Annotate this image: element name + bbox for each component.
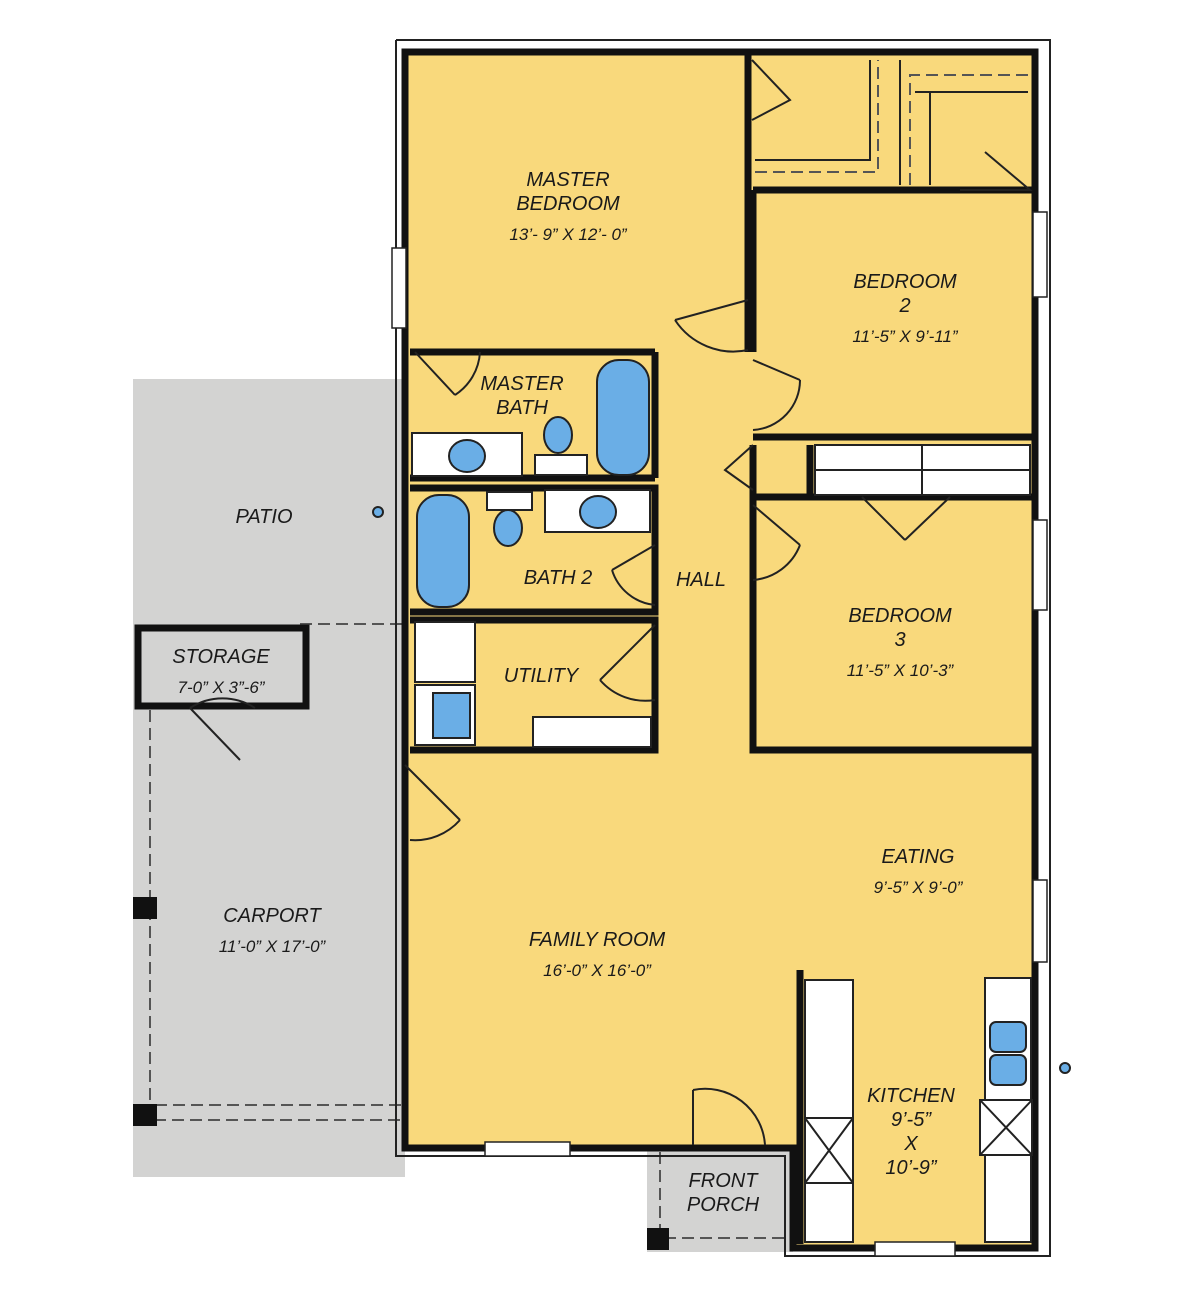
storage-label: STORAGE	[172, 646, 270, 668]
kitchen-counter-left	[804, 979, 854, 1243]
bath2-tub	[416, 494, 470, 608]
bedroom2-door	[752, 359, 802, 431]
master-closet-a	[753, 55, 885, 185]
master-bath-toilet	[543, 416, 573, 454]
bedroom3-walls	[749, 445, 1032, 754]
kitchen-label: 9’-5”	[891, 1109, 932, 1131]
carport-label: CARPORT	[223, 905, 322, 927]
hall-closet-door	[723, 444, 754, 491]
master-closet-door	[751, 59, 792, 121]
outer-wall-line	[395, 39, 1051, 1257]
bath2-walls	[410, 484, 659, 616]
bedroom2-label: 2	[898, 295, 910, 317]
post-carport-2	[133, 1104, 157, 1126]
utility-counter	[532, 716, 652, 748]
dishwasher-cross	[979, 1099, 1033, 1156]
kitchen-label: X	[903, 1133, 918, 1155]
front-porch-slab	[647, 1148, 793, 1252]
master-bedroom-door	[414, 351, 481, 396]
bath2-door	[611, 544, 656, 606]
eating-label: EATING	[882, 846, 955, 868]
front-door	[692, 1087, 766, 1146]
utility-sink	[432, 692, 471, 739]
master-bath-label: BATH	[496, 397, 548, 419]
hall-label: HALL	[676, 569, 726, 591]
bath2-label: BATH 2	[524, 567, 593, 589]
post-carport-1	[133, 897, 157, 919]
window-eating	[1032, 879, 1048, 963]
master-bedroom-dimensions: 13’- 9” X 12’- 0”	[509, 225, 627, 244]
front-porch-label: FRONT	[689, 1170, 760, 1192]
bath2-toilet	[493, 509, 523, 547]
window-bedroom3	[1032, 519, 1048, 611]
family-room-label: FAMILY ROOM	[529, 929, 666, 951]
window-master	[391, 247, 407, 329]
carport-dimensions: 11’-0” X 17’-0”	[219, 937, 327, 956]
bedroom2-closet-door	[960, 151, 1033, 191]
window-kitchen	[874, 1241, 956, 1257]
hose-bib-kitchen	[1059, 1062, 1071, 1074]
bedroom3-door	[752, 504, 801, 581]
storage-door	[189, 697, 256, 761]
patio-carport-slab	[133, 379, 405, 1177]
closet-rod-a	[755, 60, 879, 173]
master-bath-toilet-tank	[534, 454, 588, 476]
bath2-sink	[579, 495, 617, 529]
master-closet-b	[893, 55, 1033, 185]
closet-rod-b	[909, 74, 1030, 185]
family-room-dimensions: 16’-0” X 16’-0”	[543, 961, 652, 980]
bedroom3-dimensions: 11’-5” X 10’-3”	[847, 661, 955, 680]
utility-walls	[410, 616, 659, 754]
kitchen-sink-a	[989, 1021, 1027, 1053]
master-bath-label: MASTER	[480, 373, 563, 395]
bedroom3-label: BEDROOM	[848, 605, 952, 627]
master-bedroom-walls	[410, 55, 752, 482]
range-left-burners	[804, 1117, 854, 1184]
master-bath-tub	[596, 359, 650, 476]
kitchen-label: 10’-9”	[885, 1157, 937, 1179]
master-bath-sink	[448, 439, 486, 473]
utility-door	[599, 624, 656, 702]
house-interior	[405, 52, 1035, 1148]
window-family	[484, 1141, 571, 1157]
master-bedroom-label: BEDROOM	[516, 193, 620, 215]
window-bedroom2	[1032, 211, 1048, 298]
master-bedroom-label: MASTER	[526, 169, 609, 191]
washer	[414, 621, 476, 683]
patio-label: PATIO	[235, 506, 292, 528]
front-porch-label: PORCH	[687, 1194, 760, 1216]
bedroom2-label: BEDROOM	[853, 271, 957, 293]
bedroom3-closet-doors	[861, 496, 951, 541]
porch-dashed-edge	[659, 1152, 792, 1239]
bath2-toilet-tank	[486, 491, 533, 511]
kitchen-sink-b	[989, 1054, 1027, 1086]
storage-dimensions: 7-0” X 3”-6”	[178, 678, 266, 697]
kitchen-label: KITCHEN	[867, 1085, 955, 1107]
bedroom3-closet-divider	[815, 445, 1030, 495]
utility-label: UTILITY	[504, 665, 580, 687]
closet-shelves	[755, 60, 1028, 185]
outer-wall	[401, 48, 1039, 1252]
eating-dimensions: 9’-5” X 9’-0”	[874, 878, 964, 897]
storage-room	[134, 624, 310, 710]
bedroom3-label: 3	[894, 629, 905, 651]
bedroom2-dimensions: 11’-5” X 9’-11”	[852, 327, 959, 346]
patio-door	[404, 764, 461, 842]
post-porch	[647, 1228, 669, 1250]
master-bedroom-entry-door	[674, 299, 749, 353]
carport-dashed-edge	[149, 710, 405, 1121]
hose-bib-patio	[372, 506, 384, 518]
